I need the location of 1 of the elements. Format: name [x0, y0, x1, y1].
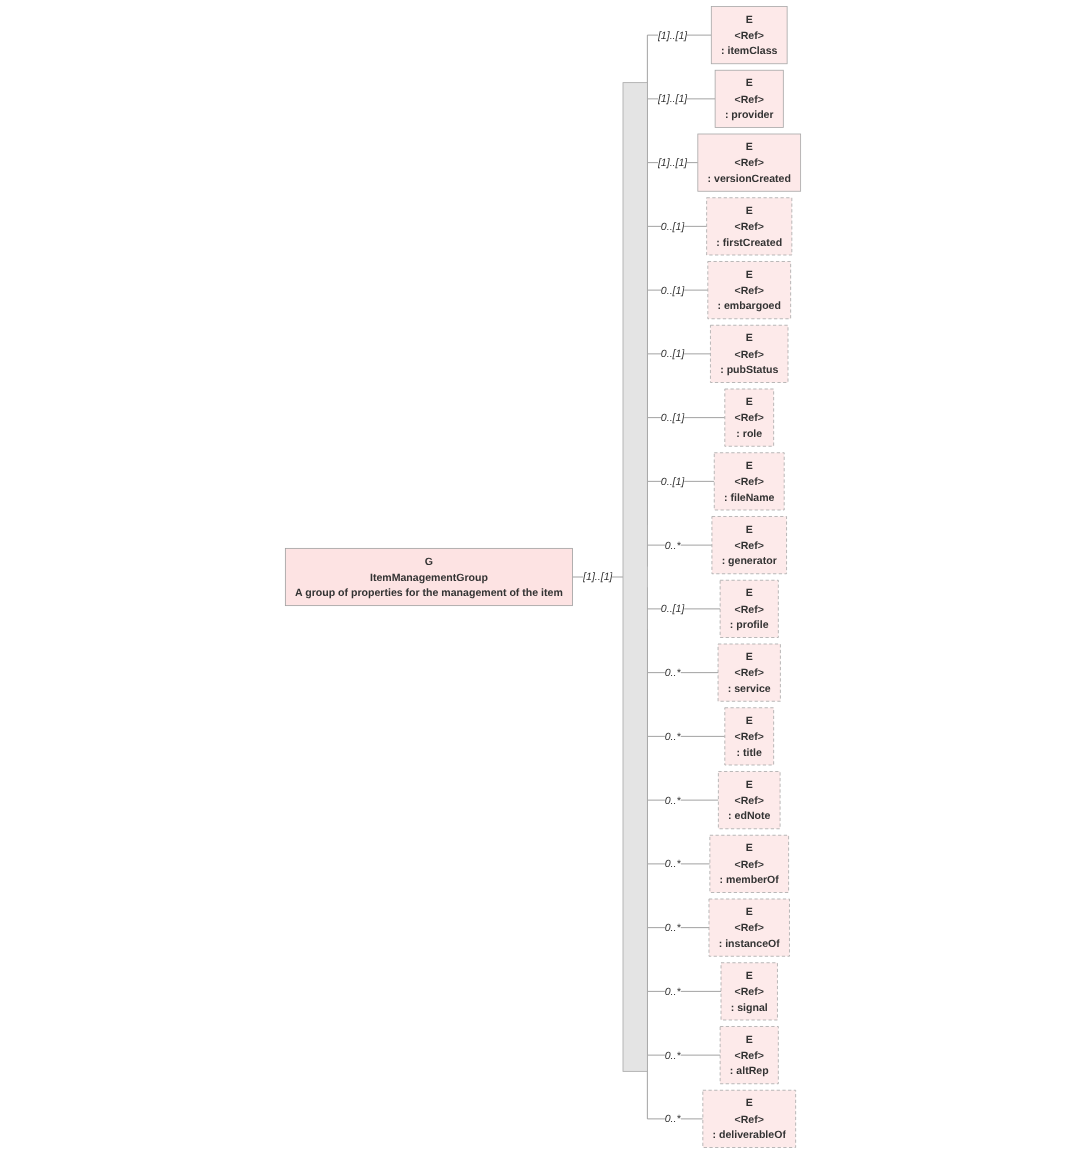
node-bar [622, 82, 648, 1072]
